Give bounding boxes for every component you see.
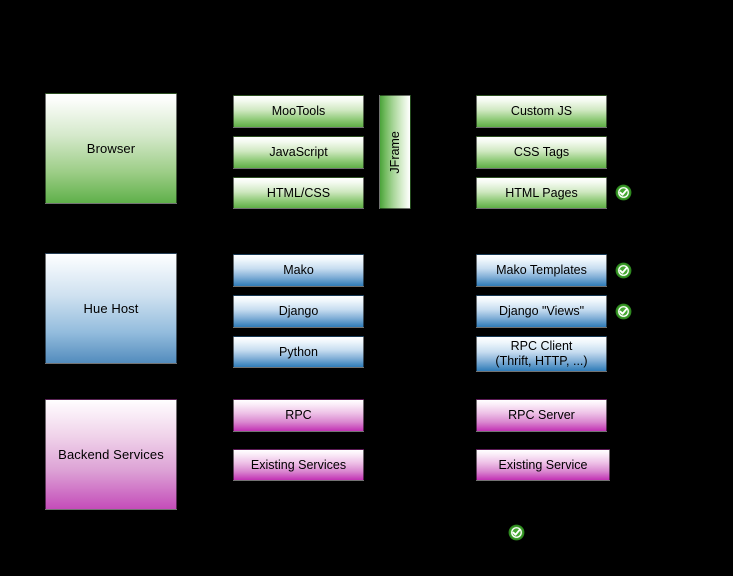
component-label-javascript: JavaScript <box>269 145 328 160</box>
component-django-views[interactable]: Django "Views" <box>476 295 607 328</box>
component-html-pages[interactable]: HTML Pages <box>476 177 607 209</box>
component-existing-services[interactable]: Existing Services <box>233 449 364 481</box>
component-label-existing-service: Existing Service <box>498 457 588 472</box>
component-python[interactable]: Python <box>233 336 364 368</box>
component-label-django: Django <box>278 304 319 319</box>
jframe-label: JFrame <box>387 130 402 174</box>
component-mako-templates[interactable]: Mako Templates <box>476 254 607 287</box>
check-circle-icon-html-pages <box>615 184 632 201</box>
tier-box-backend-services[interactable]: Backend Services <box>45 399 177 510</box>
component-label-html-css: HTML/CSS <box>266 185 331 200</box>
component-label-rpc-server: RPC Server <box>508 408 575 423</box>
component-mako[interactable]: Mako <box>233 254 364 287</box>
component-label-custom-js: Custom JS <box>510 104 573 119</box>
component-css-tags[interactable]: CSS Tags <box>476 136 607 169</box>
component-mootools[interactable]: MooTools <box>233 95 364 128</box>
component-rpc[interactable]: RPC <box>233 399 364 432</box>
component-label-django-views: Django "Views" <box>498 304 585 319</box>
check-circle-icon-django-views <box>615 303 632 320</box>
tier-box-browser[interactable]: Browser <box>45 93 177 204</box>
component-rpc-server[interactable]: RPC Server <box>476 399 607 432</box>
tier-box-hue-host[interactable]: Hue Host <box>45 253 177 364</box>
tier-label-backend-services: Backend Services <box>58 446 164 462</box>
component-label-python: Python <box>279 344 318 359</box>
component-label-mako-templates: Mako Templates <box>496 263 587 278</box>
component-label-rpc-client-line2: (Thrift, HTTP, ...) <box>495 354 588 368</box>
component-label-css-tags: CSS Tags <box>513 145 570 160</box>
component-label-existing-services: Existing Services <box>250 457 347 472</box>
component-label-mako: Mako <box>283 263 314 278</box>
check-circle-icon-mako-templates <box>615 262 632 279</box>
jframe-box[interactable]: JFrame <box>379 95 411 209</box>
component-django[interactable]: Django <box>233 295 364 328</box>
component-label-html-pages: HTML Pages <box>505 185 578 200</box>
tier-label-hue-host: Hue Host <box>83 300 139 316</box>
component-javascript[interactable]: JavaScript <box>233 136 364 169</box>
component-label-rpc-client-line1: RPC Client <box>510 339 573 354</box>
component-custom-js[interactable]: Custom JS <box>476 95 607 128</box>
component-label-rpc: RPC <box>285 408 312 423</box>
legend-check-circle-icon <box>508 524 525 541</box>
component-html-css[interactable]: HTML/CSS <box>233 177 364 209</box>
tier-label-browser: Browser <box>86 140 136 156</box>
component-label-mootools: MooTools <box>271 104 326 119</box>
component-existing-service[interactable]: Existing Service <box>476 449 610 481</box>
component-rpc-client[interactable]: RPC Client (Thrift, HTTP, ...) <box>476 336 607 372</box>
